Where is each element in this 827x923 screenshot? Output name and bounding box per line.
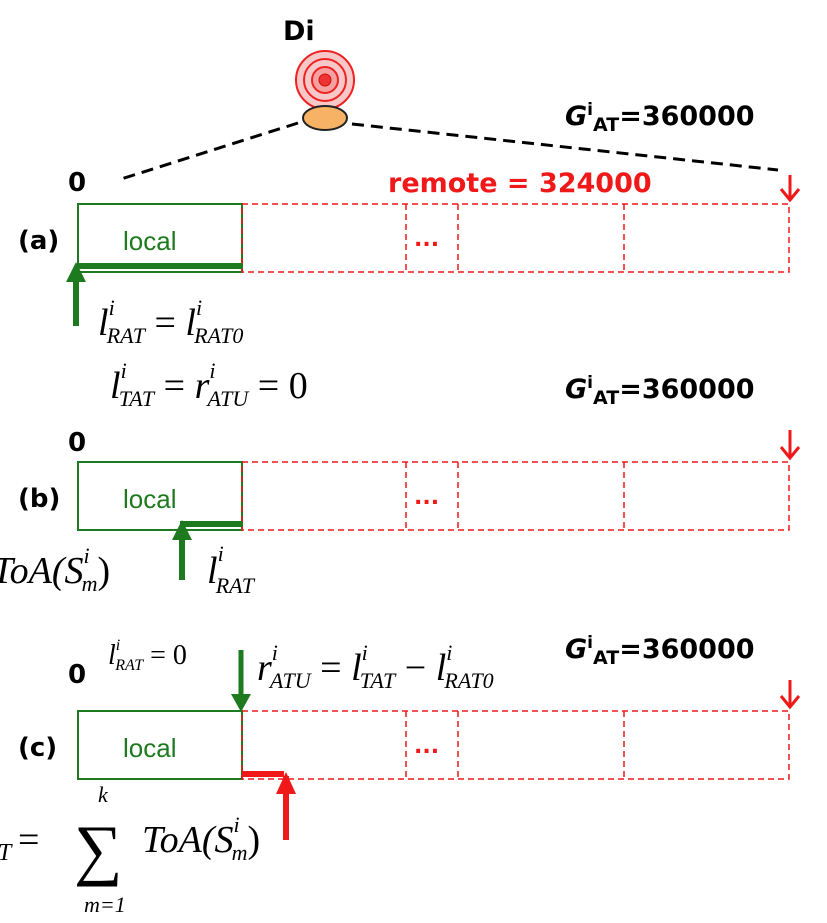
- cone-right-line: [351, 122, 779, 172]
- zero-label-b: 0: [68, 428, 86, 458]
- ellipsis-c: ...: [414, 734, 439, 759]
- remote-box-b: [241, 461, 790, 531]
- local-pointer-b: [172, 520, 242, 580]
- local-label-a: local: [123, 226, 176, 256]
- panel-label-a: (a): [18, 226, 59, 256]
- cone-left-line: [117, 121, 299, 182]
- panel-label-b: (b): [18, 484, 60, 514]
- device-label: Di: [283, 16, 315, 47]
- remote-box-a: [241, 203, 790, 273]
- device-icon: [295, 50, 355, 131]
- bar-c: [77, 710, 790, 780]
- remote-pointer-c: [242, 771, 296, 840]
- remote-box-c: [241, 710, 790, 780]
- bar-b: [77, 461, 790, 531]
- gat-label-c: GiAT=360000: [565, 633, 755, 669]
- formula-c-bottom-lhs: T: [0, 840, 13, 866]
- bar-a: [77, 203, 790, 273]
- panel-label-c: (c): [18, 733, 57, 763]
- ellipsis-b: ...: [414, 485, 439, 510]
- gat-label-b: GiAT=360000: [565, 373, 755, 409]
- zero-label-c: 0: [68, 660, 86, 690]
- local-label-c: local: [123, 733, 176, 763]
- gat-label-a: GiAT=360000: [565, 100, 755, 136]
- end-arrow-c: [779, 680, 801, 710]
- local-boundary-arrow-c: [231, 650, 251, 712]
- end-arrow-a: [779, 175, 801, 203]
- end-arrow-b: [779, 430, 801, 461]
- zero-label-a: 0: [68, 168, 86, 198]
- formula-c-bottom-eq: =: [18, 819, 39, 861]
- formula-c-sum-symbol: ∑: [74, 811, 122, 887]
- remote-label: remote = 324000: [388, 168, 652, 199]
- formula-c-sum-top: k: [98, 782, 109, 807]
- local-label-b: local: [123, 484, 176, 514]
- ellipsis-a: ...: [414, 227, 439, 252]
- local-pointer-a: [66, 262, 242, 326]
- formula-c-sum-bottom: m=1: [84, 892, 126, 917]
